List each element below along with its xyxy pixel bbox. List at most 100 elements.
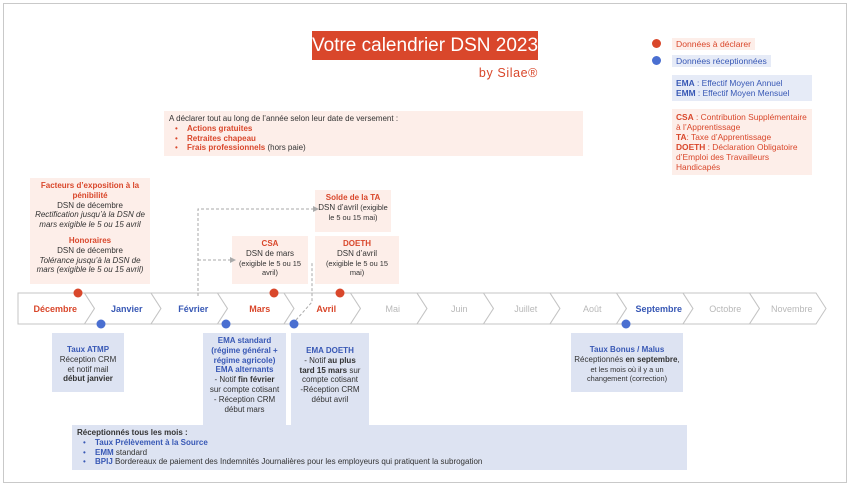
bonus-line3: changement (correction) [586, 374, 668, 384]
blue-dot-icon [652, 56, 661, 65]
abbr-emm-key: EMM [676, 88, 696, 98]
dashed-connector-ta [197, 208, 313, 296]
monthly-title: Réceptionnés tous les mois : [77, 428, 188, 437]
solde-ta-note: (exigible le 5 ou 15 mai) [328, 202, 388, 222]
month-label: Novembre [771, 304, 813, 314]
solde-ta-box: Solde de la TA DSN d’avril (exigible le … [315, 190, 391, 232]
year-round-item: Retraites chapeau [169, 134, 578, 144]
page-subtitle: by Silae® [478, 66, 538, 80]
abbr-emm-value: : Effectif Moyen Mensuel [695, 88, 790, 98]
arrow-head-icon [313, 206, 319, 212]
blue-dot-icon [621, 319, 631, 329]
ema-title3: régime agricole) [213, 355, 276, 365]
year-round-item: Actions gratuites [169, 124, 578, 134]
csa-line: DSN de mars [245, 248, 294, 258]
red-dot-icon [269, 288, 279, 298]
penibilite-title: Facteurs d’exposition à la pénibilité [40, 181, 140, 200]
month-label: Septembre [635, 304, 682, 314]
red-dot-icon [652, 39, 661, 48]
month-label: Mars [249, 304, 270, 314]
monthly-item-suffix: standard [113, 447, 148, 457]
ema-doeth-line5: début avril [311, 394, 349, 404]
blue-dot-icon [221, 319, 231, 329]
atmp-title: Taux ATMP [66, 345, 110, 354]
monthly-item-label: BPIJ [95, 457, 113, 467]
month-label: Avril [316, 304, 336, 314]
monthly-item: BPIJ Bordereaux de paiement des Indemnit… [77, 457, 682, 467]
page-title: Votre calendrier DSN 2023 [312, 31, 538, 60]
month-label: Février [178, 304, 209, 314]
doeth-line: DSN d’avril [336, 248, 377, 258]
atmp-line1: Réception CRM [59, 354, 117, 364]
ema-doeth-line1-pre: - Notif [304, 355, 328, 365]
bonus-line2: et les mois où il y a un [590, 364, 664, 374]
abbr-csa-value: : Contribution Supplémentaire à l’Appren… [676, 112, 807, 132]
ema-doeth-title: EMA DOETH [306, 346, 354, 355]
month-label: Août [583, 304, 602, 314]
year-round-item-label: Retraites chapeau [187, 133, 256, 143]
legend-declare-label: Données à déclarer [672, 38, 756, 50]
year-round-intro: A déclarer tout au long de l’année selon… [169, 114, 399, 123]
honoraires-line: DSN de décembre [57, 245, 123, 255]
abbreviations-red: CSA : Contribution Supplémentaire à l’Ap… [672, 109, 812, 175]
monthly-item-label: Taux Prélèvement à la Source [95, 437, 208, 447]
csa-title: CSA [261, 239, 279, 248]
abbr-ta-value: : Taxe d’Apprentissage [686, 132, 772, 142]
monthly-item-suffix: Bordereaux de paiement des Indemnités Jo… [112, 457, 483, 467]
year-round-item-suffix: (hors paie) [265, 143, 306, 153]
year-round-box: A déclarer tout au long de l’année selon… [164, 111, 583, 156]
bonus-line1-bold: en septembre [625, 354, 678, 364]
abbr-csa-key: CSA [676, 112, 694, 122]
arrow-head-icon [230, 257, 236, 263]
solde-ta-line: DSN d’avril [318, 202, 359, 212]
month-label: Mai [385, 304, 400, 314]
csa-note: (exigible le 5 ou 15 avril) [238, 258, 302, 278]
monthly-list: Taux Prélèvement à la Source EMM standar… [77, 438, 682, 467]
penibilite-honoraires-box: Facteurs d’exposition à la pénibilité DS… [30, 178, 150, 284]
month-label: Octobre [709, 304, 741, 314]
ema-doeth-line1-bold: au plus [327, 355, 356, 365]
ema-line4: début mars [224, 404, 265, 414]
ema-line2: sur compte cotisant [209, 384, 280, 394]
honoraires-title: Honoraires [68, 235, 112, 245]
ema-doeth-line2: tard 15 mars [299, 365, 348, 375]
abbr-doeth-key: DOETH [676, 142, 706, 152]
month-chevron [748, 292, 827, 325]
bonus-malus-box: Taux Bonus / Malus Réceptionnés en septe… [571, 333, 683, 392]
ema-box: EMA standard (régime général + régime ag… [203, 333, 286, 425]
ema-doeth-line3: compte cotisant [301, 375, 359, 385]
penibilite-note: Rectification jusqu’à la DSN de mars exi… [35, 210, 145, 230]
monthly-item: Taux Prélèvement à la Source [77, 438, 682, 448]
csa-box: CSA DSN de mars (exigible le 5 ou 15 avr… [232, 236, 308, 284]
red-dot-icon [335, 288, 345, 298]
ema-doeth-line2-post: sur [347, 365, 361, 375]
bonus-line1-pre: Réceptionnés [574, 354, 626, 364]
ema-doeth-line4: -Réception CRM [300, 385, 360, 395]
ema-line1-pre: - Notif [214, 375, 239, 385]
ema-title2: (régime général + [211, 345, 278, 355]
bonus-title: Taux Bonus / Malus [589, 345, 665, 354]
bonus-line1-post: , [677, 354, 680, 364]
atmp-box: Taux ATMP Réception CRM et notif mail dé… [52, 333, 124, 392]
month-label: Janvier [111, 304, 143, 314]
year-round-item: Frais professionnels (hors paie) [169, 143, 578, 153]
timeline-dots [73, 288, 631, 329]
abbreviations-blue: EMA : Effectif Moyen Annuel EMM : Effect… [672, 75, 812, 101]
month-label: Juillet [514, 304, 538, 314]
month-label: Décembre [33, 304, 77, 314]
dashed-connector-doeth [295, 262, 313, 321]
abbr-doeth-value: : Déclaration Obligatoire d’Emploi des T… [676, 142, 798, 172]
ema-doeth-box: EMA DOETH - Notif au plus tard 15 mars s… [291, 333, 369, 425]
ema-title1: EMA standard [217, 336, 272, 345]
year-round-item-label: Actions gratuites [187, 123, 253, 133]
year-round-item-label: Frais professionnels [187, 143, 266, 153]
abbr-ema-key: EMA [676, 78, 695, 88]
ema-title4: EMA alternants [215, 365, 274, 375]
doeth-note: (exigible le 5 ou 15 mai) [325, 258, 389, 278]
ema-line3: - Réception CRM [213, 394, 276, 404]
year-round-list: Actions gratuites Retraites chapeau Frai… [169, 124, 578, 153]
doeth-title: DOETH [343, 239, 371, 248]
penibilite-line: DSN de décembre [57, 200, 123, 210]
